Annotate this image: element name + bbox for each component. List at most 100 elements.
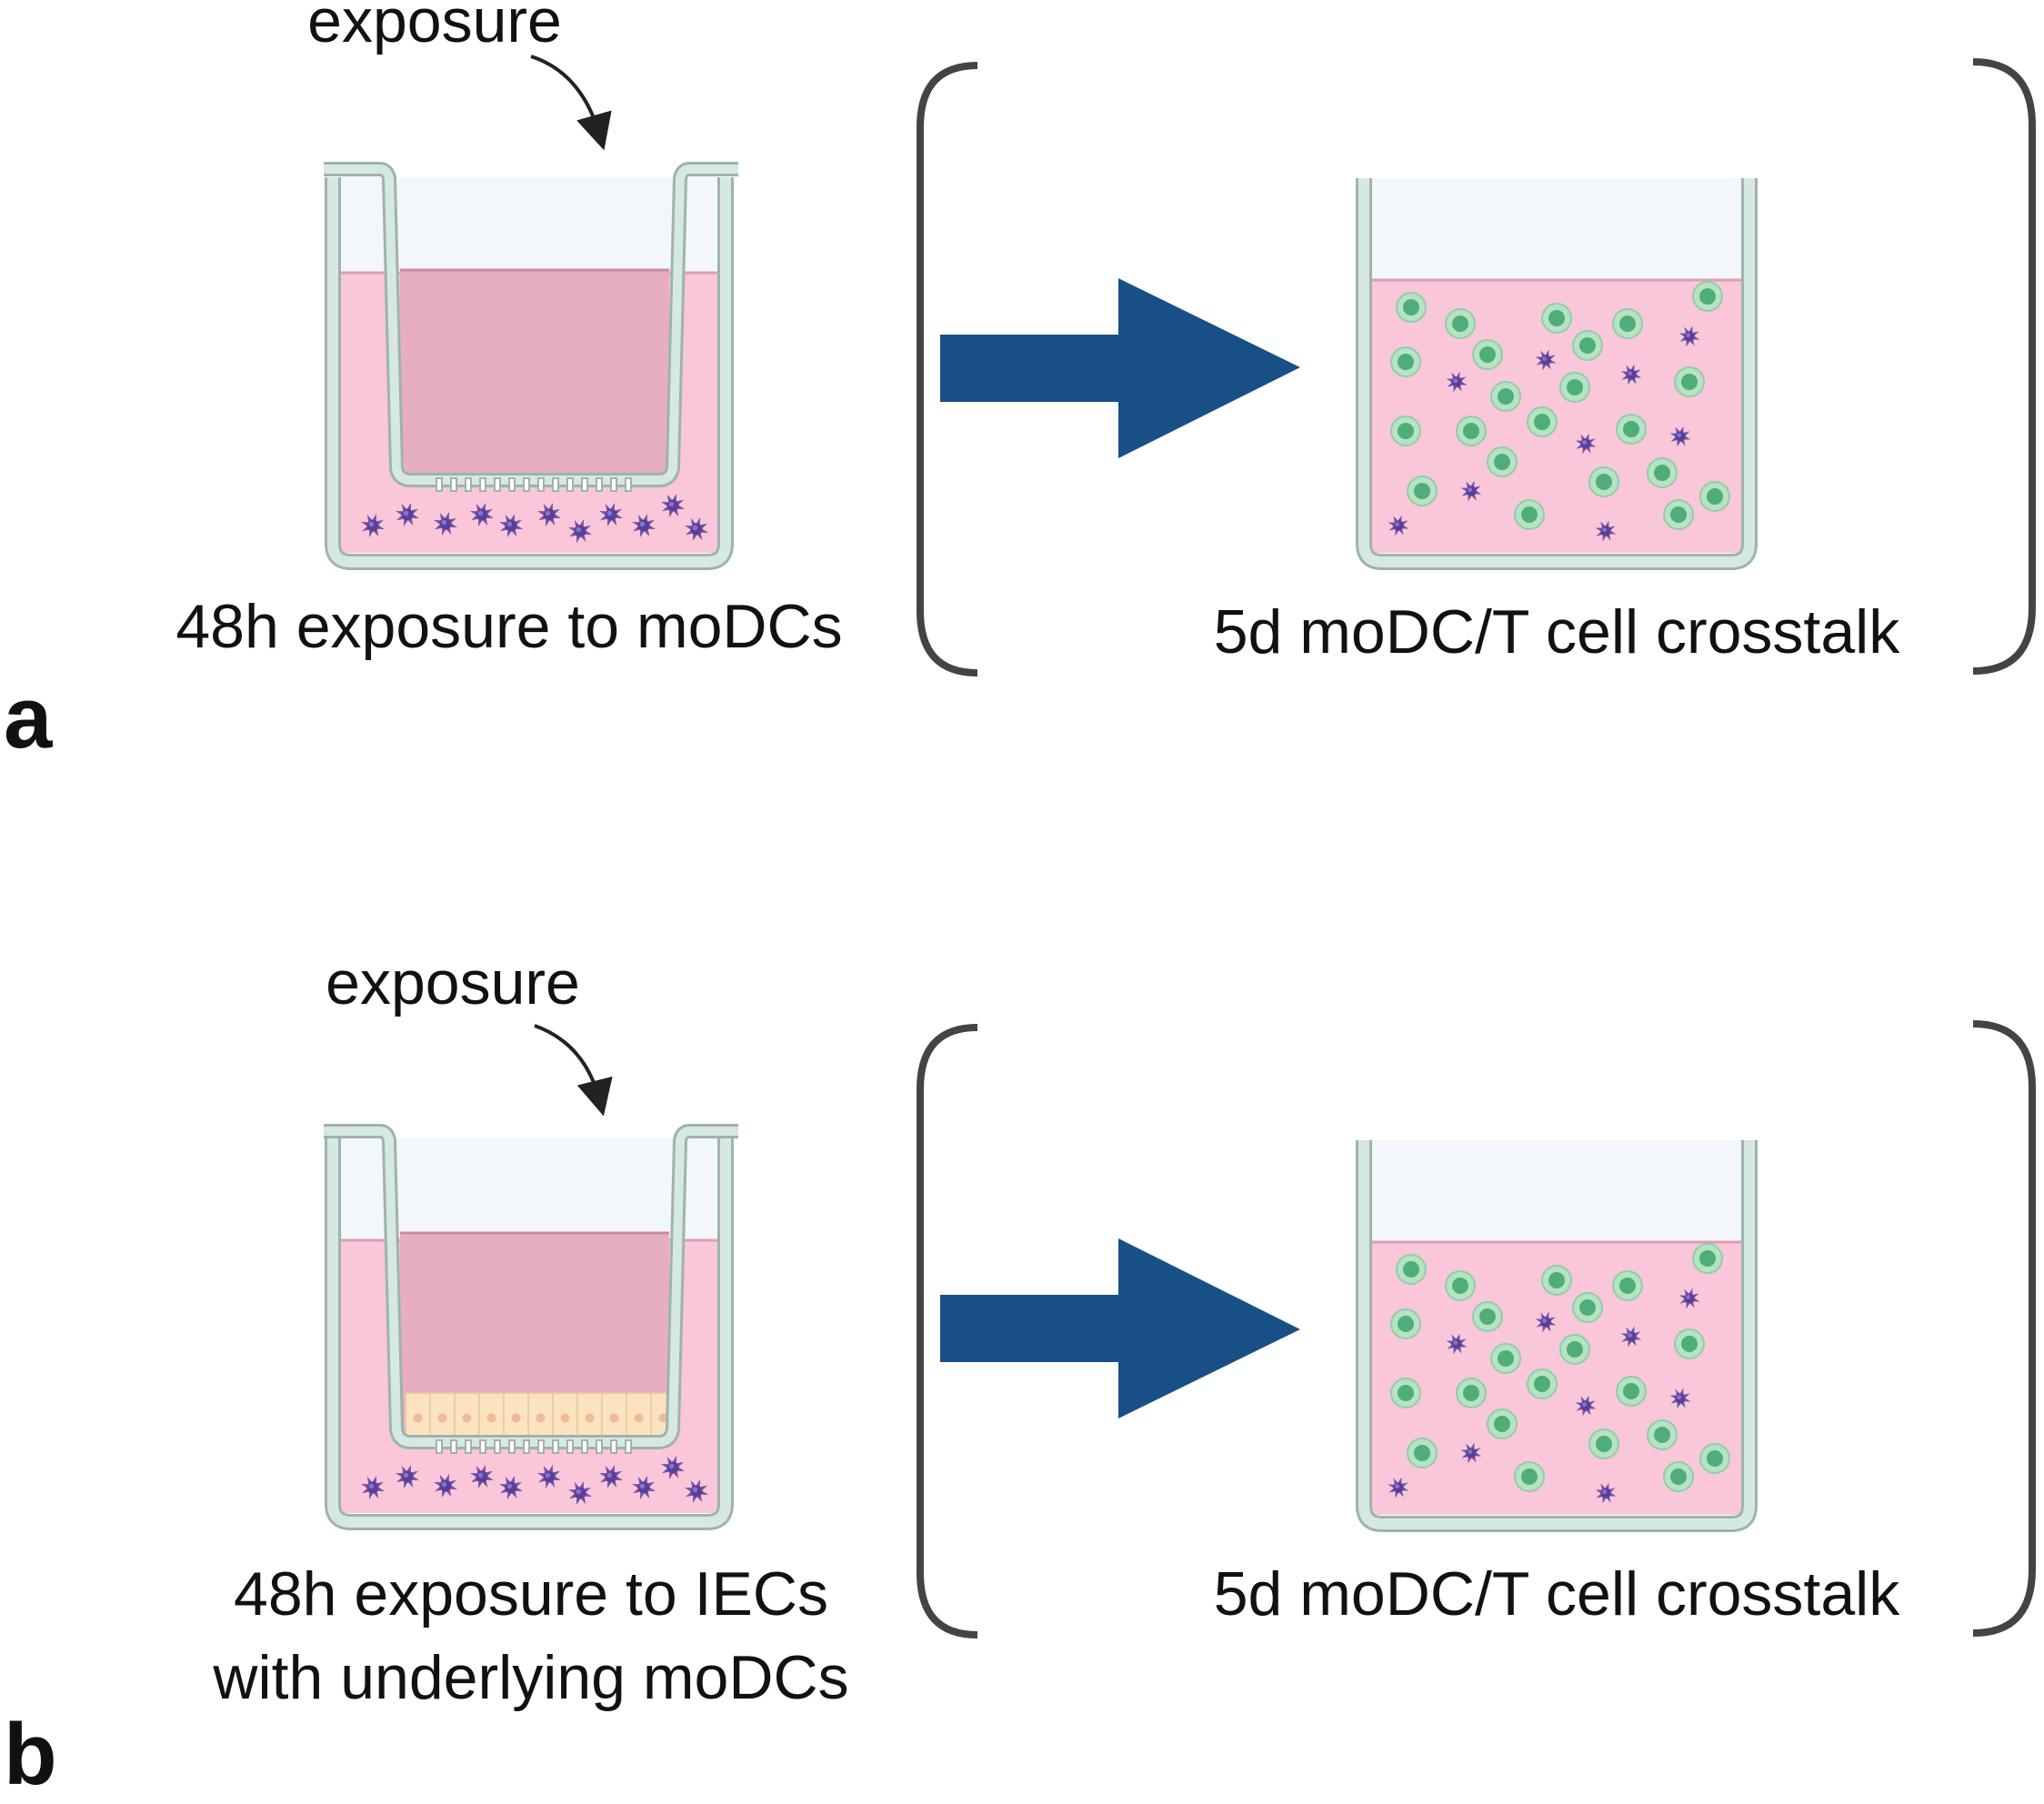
modc-layer-a bbox=[361, 494, 708, 543]
modc-cell bbox=[685, 1479, 708, 1503]
modc-cell bbox=[568, 519, 592, 543]
membrane-pore bbox=[494, 477, 501, 492]
t-cell bbox=[1612, 308, 1643, 339]
transwell-a bbox=[324, 162, 738, 570]
modc-cell bbox=[1678, 1288, 1700, 1309]
t-cell bbox=[1559, 1334, 1590, 1365]
t-cell bbox=[1541, 1265, 1572, 1296]
process-arrow-a bbox=[940, 278, 1300, 458]
iec-cell bbox=[552, 1392, 578, 1439]
iec-cell bbox=[503, 1392, 529, 1439]
t-cell bbox=[1396, 292, 1427, 323]
t-cell bbox=[1487, 446, 1518, 477]
t-cell bbox=[1456, 1378, 1487, 1408]
left-caption-b-line1: 48h exposure to IECs bbox=[234, 1559, 828, 1629]
t-cell bbox=[1559, 372, 1590, 403]
modc-cell bbox=[1446, 371, 1468, 393]
iec-layer-b bbox=[405, 1392, 676, 1439]
modc-cell bbox=[470, 503, 494, 526]
t-cell bbox=[1674, 1328, 1705, 1359]
membrane-pore bbox=[436, 1439, 443, 1454]
iec-cell bbox=[626, 1392, 652, 1439]
t-cell bbox=[1390, 346, 1421, 377]
t-cell bbox=[1572, 1292, 1603, 1323]
membrane-pore bbox=[450, 477, 457, 492]
modc-cell bbox=[1678, 326, 1700, 347]
t-cell bbox=[1674, 366, 1705, 397]
iec-cell bbox=[527, 1392, 554, 1439]
membrane-pore bbox=[479, 1439, 486, 1454]
modc-cell bbox=[1620, 1326, 1642, 1348]
t-cell bbox=[1472, 1301, 1503, 1332]
membrane-pore bbox=[566, 477, 574, 492]
t-cell bbox=[1490, 381, 1521, 412]
modc-cell bbox=[1460, 1442, 1482, 1464]
membrane-pore bbox=[566, 1439, 574, 1454]
t-cell bbox=[1514, 1461, 1545, 1492]
modc-cell bbox=[470, 1465, 494, 1488]
modc-cell bbox=[599, 1465, 623, 1488]
t-cell bbox=[1487, 1408, 1518, 1439]
exposure-arrow-b bbox=[534, 1024, 613, 1117]
left-caption-b-line2: with underlying moDCs bbox=[212, 1643, 848, 1712]
iec-cell bbox=[601, 1392, 627, 1439]
t-cell bbox=[1692, 281, 1723, 312]
t-cell bbox=[1616, 414, 1647, 445]
modc-cell bbox=[499, 1476, 523, 1499]
modc-cell bbox=[685, 517, 708, 541]
modc-cell bbox=[1669, 1388, 1691, 1409]
t-cell bbox=[1445, 308, 1476, 339]
membrane-pore bbox=[552, 1439, 559, 1454]
membrane-pore bbox=[537, 477, 545, 492]
modc-cell bbox=[1669, 426, 1691, 447]
panel-a: exposure 48h exposure to moDCs bbox=[4, 0, 2036, 767]
bracket-left-b bbox=[917, 1024, 978, 1639]
exposure-label-a: exposure bbox=[307, 0, 562, 55]
modc-cell bbox=[434, 512, 457, 536]
t-cell bbox=[1390, 1308, 1421, 1339]
t-cell bbox=[1514, 499, 1545, 530]
membrane-pores-a bbox=[436, 477, 632, 492]
membrane-pore bbox=[508, 1439, 516, 1454]
membrane-pore bbox=[523, 1439, 530, 1454]
membrane-pore bbox=[581, 1439, 588, 1454]
panel-label-b: b bbox=[4, 1706, 57, 1803]
modc-cell bbox=[661, 494, 685, 517]
coculture-well-b bbox=[1356, 1140, 1758, 1532]
membrane-pores-b bbox=[436, 1439, 632, 1454]
membrane-pore bbox=[465, 477, 472, 492]
modc-cell bbox=[599, 503, 623, 526]
membrane-pore bbox=[508, 477, 516, 492]
modc-cell bbox=[396, 503, 419, 526]
membrane-pore bbox=[465, 1439, 472, 1454]
bracket-right-a bbox=[1972, 58, 2036, 675]
right-caption-b: 5d moDC/T cell crosstalk bbox=[1214, 1559, 1901, 1629]
modc-cell bbox=[361, 1476, 385, 1499]
cell-mix-a bbox=[1388, 281, 1730, 542]
t-cell bbox=[1699, 1443, 1730, 1474]
membrane-pore bbox=[479, 477, 486, 492]
iec-cell bbox=[478, 1392, 505, 1439]
left-caption-a-line1: 48h exposure to moDCs bbox=[175, 592, 842, 661]
membrane-pore bbox=[596, 477, 603, 492]
iec-cell bbox=[576, 1392, 603, 1439]
transwell-b bbox=[324, 1124, 738, 1530]
t-cell bbox=[1588, 466, 1619, 497]
t-cell bbox=[1390, 1378, 1421, 1408]
t-cell bbox=[1647, 457, 1678, 488]
modc-cell bbox=[568, 1481, 592, 1505]
modc-cell bbox=[1535, 1311, 1557, 1333]
modc-cell bbox=[1388, 1477, 1409, 1498]
membrane-pore bbox=[450, 1439, 457, 1454]
modc-cell bbox=[537, 503, 561, 526]
t-cell bbox=[1588, 1428, 1619, 1459]
modc-cell bbox=[1388, 515, 1409, 536]
t-cell bbox=[1692, 1243, 1723, 1274]
right-caption-a: 5d moDC/T cell crosstalk bbox=[1214, 597, 1901, 666]
process-arrow-b bbox=[940, 1238, 1300, 1418]
iec-cell bbox=[429, 1392, 456, 1439]
t-cell bbox=[1390, 416, 1421, 446]
t-cell bbox=[1541, 303, 1572, 334]
bracket-right-b bbox=[1972, 1020, 2036, 1637]
